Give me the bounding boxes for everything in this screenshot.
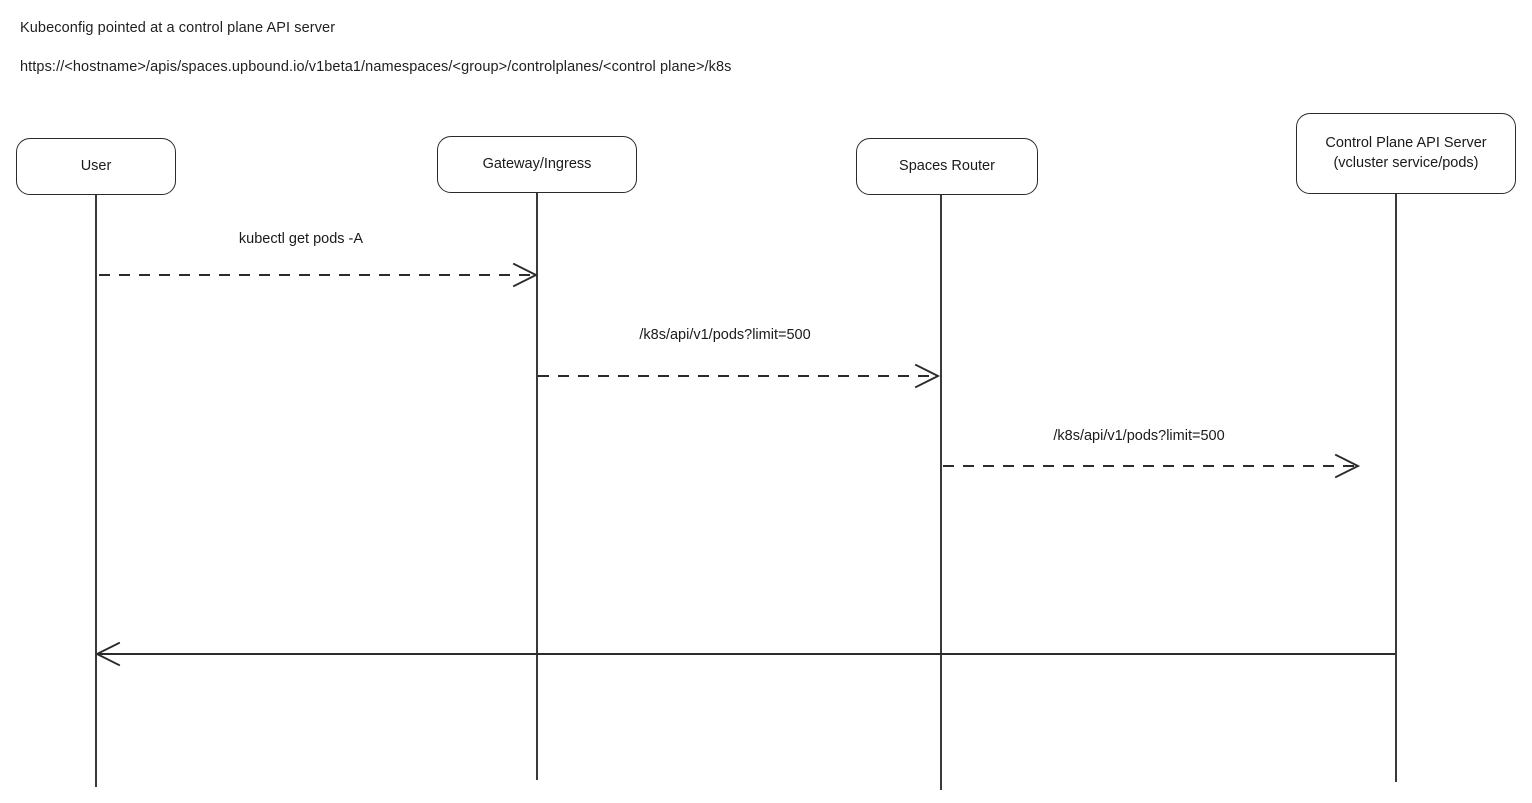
msg-kubectl-get-pods-arrowhead [512,262,539,288]
lifeline-user [95,195,97,787]
lifeline-control-plane [1395,194,1397,782]
msg-kubectl-get-pods-label: kubectl get pods -A [238,231,364,247]
lifeline-gateway [536,193,538,780]
msg-router-to-apiserver-arrowhead [1334,453,1361,479]
participant-label-gateway: Gateway/Ingress [482,155,592,172]
participant-label-spaces-router: Spaces Router [899,157,995,174]
participant-user[interactable]: User [16,138,176,195]
msg-gateway-to-router-arrowhead [914,363,941,389]
participant-control-plane[interactable]: Control Plane API Server (vcluster servi… [1296,113,1516,194]
participant-label-user: User [80,157,112,174]
participant-label-control-plane: Control Plane API Server (vcluster servi… [1325,134,1487,171]
participant-spaces-router[interactable]: Spaces Router [856,138,1038,195]
msg-response-to-user-arrowhead [94,641,121,667]
msg-gateway-to-router-label: /k8s/api/v1/pods?limit=500 [639,327,811,343]
participant-gateway[interactable]: Gateway/Ingress [437,136,637,193]
diagram-caption-title: Kubeconfig pointed at a control plane AP… [20,20,336,36]
diagram-caption-url: https://<hostname>/apis/spaces.upbound.i… [20,59,732,75]
lifeline-spaces-router [940,195,942,790]
msg-router-to-apiserver-label: /k8s/api/v1/pods?limit=500 [1053,428,1225,444]
